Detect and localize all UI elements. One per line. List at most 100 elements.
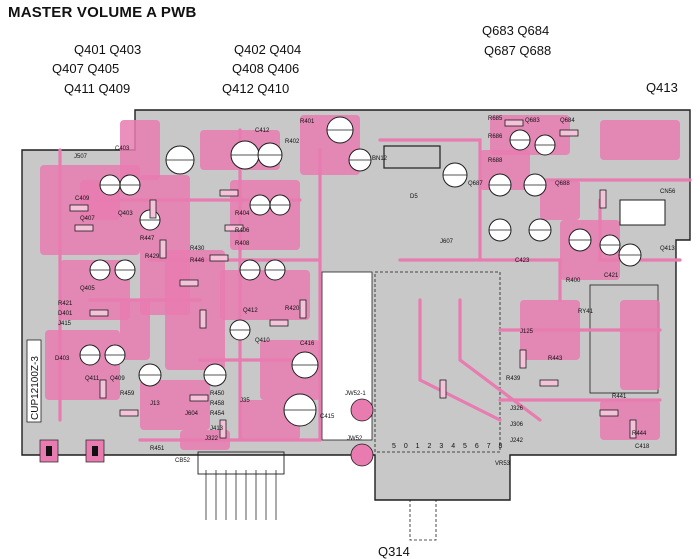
resistor [224,224,244,232]
resistor [219,189,239,197]
resistor [504,119,524,127]
component-label: J415 [58,321,72,327]
callout-q407-q405: Q407 Q405 [52,61,120,76]
mount-pad-right-hole [92,446,98,456]
component-label: C421 [604,273,619,279]
copper-trace [598,198,682,262]
resistor [69,204,89,212]
jumper-pad-jw52-1 [350,398,374,422]
component-label: R429 [145,254,160,260]
copper-region [600,120,680,160]
component-label: R443 [548,356,563,362]
component-label: R400 [566,278,581,284]
resistor [199,309,207,329]
resistor [519,349,527,369]
component-label: Q687 [468,181,483,187]
diagram-title: MASTER VOLUME A PWB [8,4,197,21]
mount-pad-left-hole [46,446,52,456]
resistor [219,419,227,439]
resistor [179,279,199,287]
board-code-box [26,339,42,423]
component-label: J413 [210,426,224,432]
component-label: R688 [488,158,503,164]
component-label: Q409 [110,376,125,382]
copper-region [120,120,160,180]
copper-region [620,300,660,390]
component-label: R402 [285,139,300,145]
component-label: R451 [150,446,165,452]
component-label: Q688 [555,181,570,187]
resistor [629,419,637,439]
component-label: R450 [210,391,225,397]
component-label: R408 [235,241,250,247]
callout-q411-q409: Q411 Q409 [64,81,131,96]
copper-region [140,380,210,430]
resistor [99,379,107,399]
component-label: J242 [510,438,524,444]
component-label: Q413 [660,246,675,252]
copper-trace [378,138,482,262]
component-label: C403 [115,146,130,152]
component-label: Q684 [560,118,575,124]
jumper-pad-jw52 [350,443,374,467]
component-label: J326 [510,406,524,412]
component-label: Q407 [80,216,95,222]
component-label: Q403 [118,211,133,217]
component-label: R459 [120,391,135,397]
component-label: C416 [300,341,315,347]
copper-trace [398,258,562,302]
resistor [539,379,559,387]
component-label: JW52-1 [345,391,366,397]
resistor [209,254,229,262]
component-label: J604 [185,411,199,417]
component-label: J507 [74,154,88,160]
component-label: R458 [210,401,225,407]
component-label: D401 [58,311,73,317]
component-label: C415 [320,414,335,420]
connector-pin-numbers: 5 0 1 2 3 4 5 6 7 8 [392,443,505,450]
knob-shaft-outline [409,499,437,541]
callout-q412-q410: Q412 Q410 [222,81,290,96]
resistor [299,299,307,319]
component-label: CB52 [175,458,191,464]
component-label: R441 [612,394,627,400]
callout-q314: Q314 [378,544,410,559]
component-label: C423 [515,258,530,264]
component-label: D403 [55,356,70,362]
component-label: VR53 [495,461,511,467]
copper-region [45,330,120,400]
components [69,116,666,439]
component-label: R444 [632,431,647,437]
component-label: J306 [510,422,524,428]
resistor [559,129,579,137]
component-label: R446 [190,258,205,264]
callout-q683-q684: Q683 Q684 [482,23,550,38]
copper-trace [418,298,502,422]
resistor [74,224,94,232]
callout-q687-q688: Q687 Q688 [484,43,552,58]
component-label: Q412 [243,308,258,314]
component-label: R406 [235,228,250,234]
copper-region [120,300,150,360]
resistor [159,239,167,259]
component-label: R401 [300,119,315,125]
ic-bn12 [383,145,441,169]
shield-outline [374,271,501,453]
component-label: J13 [150,401,160,407]
component-label: CN56 [660,189,676,195]
component-label: C412 [255,128,270,134]
pin-header-leads [197,451,285,520]
component-label: C409 [75,196,90,202]
component-label: J607 [440,239,454,245]
copper-region [220,270,310,320]
component-label: JW52 [347,436,363,442]
component-label: R686 [488,134,503,140]
component-label: D5 [410,194,418,200]
resistor [89,309,109,317]
resistor [189,394,209,402]
resistor [599,409,619,417]
component-label: J322 [205,436,219,442]
component-label: J35 [240,398,250,404]
